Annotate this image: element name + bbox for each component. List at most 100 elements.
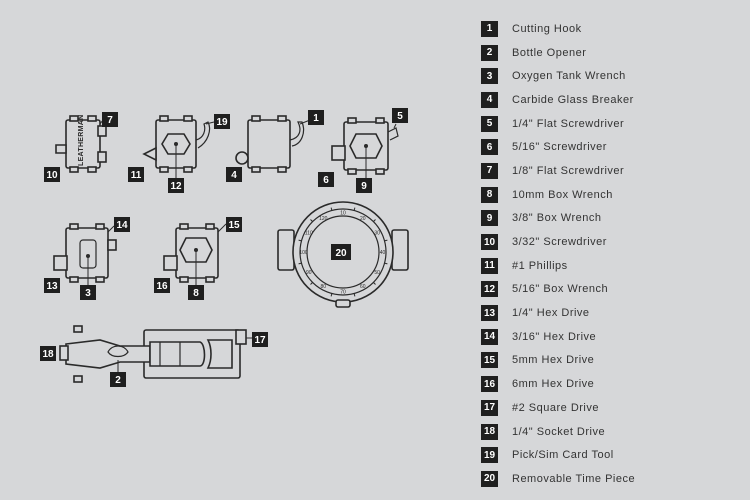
tag-9: 9 [356,178,372,193]
legend-number: 12 [481,281,498,298]
legend-item: 13 1/4" Hex Drive [481,301,635,325]
svg-text:15: 15 [228,220,240,231]
tag-17: 17 [252,332,268,347]
legend-item: 7 1/8" Flat Screwdriver [481,159,635,183]
dial-tick [353,293,356,297]
dial-tick [298,239,302,242]
legend-label: Cutting Hook [512,22,582,35]
svg-text:13: 13 [46,281,58,292]
legend-number: 17 [481,399,498,416]
svg-text:7: 7 [107,115,113,126]
legend-label: 5mm Hex Drive [512,354,595,367]
dial-number: 50 [374,270,380,276]
legend-number: 7 [481,162,498,179]
legend-label: Oxygen Tank Wrench [512,70,626,83]
brand-text: LEATHERMAN [78,115,85,166]
dial-number: 80 [321,284,327,290]
tag-5: 5 [392,108,408,123]
legend-label: 1/4" Flat Screwdriver [512,117,625,130]
link-bottle-opener [59,325,252,383]
svg-text:9: 9 [361,181,367,192]
tag-18: 18 [40,346,56,361]
legend-number: 8 [481,186,498,203]
legend-number: 20 [481,470,498,487]
dial-number: 60 [360,284,366,290]
legend-item: 17#2 Square Drive [481,396,635,420]
svg-text:20: 20 [335,248,347,259]
dial-tick [310,219,313,222]
svg-text:11: 11 [131,170,142,181]
legend-number: 4 [481,91,498,108]
legend-label: Bottle Opener [512,46,587,59]
legend-item: 5 1/4" Flat Screwdriver [481,112,635,136]
dial-number: 10 [340,211,346,217]
legend-item: 3 Oxygen Tank Wrench [481,64,635,88]
legend-label: Carbide Glass Breaker [512,93,634,106]
legend-label: #1 Phillips [512,259,568,272]
legend-number: 5 [481,115,498,132]
legend-number: 16 [481,376,498,393]
tag-15: 15 [226,217,242,232]
link-oxygen-wrench [53,223,117,286]
legend-label: 1/8" Flat Screwdriver [512,164,625,177]
dial-number: 100 [299,250,308,256]
tag-6: 6 [318,172,334,187]
tag-14: 14 [114,217,130,232]
legend-item: 20 Removable Time Piece [481,467,635,491]
svg-text:19: 19 [216,117,228,128]
svg-text:6: 6 [323,175,329,186]
svg-text:8: 8 [193,288,199,299]
tag-20: 20 [331,244,351,260]
svg-text:16: 16 [156,281,168,292]
legend-label: 3/8" Box Wrench [512,212,602,225]
svg-text:18: 18 [42,349,54,360]
legend-number: 19 [481,447,498,464]
legend-label: Pick/Sim Card Tool [512,449,614,462]
legend-number: 15 [481,352,498,369]
legend-number: 18 [481,423,498,440]
link-leatherman: LEATHERMAN [55,115,107,173]
dial-tick [330,207,333,211]
tool-diagram: LEATHERMAN [40,108,409,387]
tag-2: 2 [110,372,126,387]
dial-tick [353,207,356,211]
dial-tick [373,282,376,285]
legend-label: Removable Time Piece [512,472,636,485]
legend-label: 1/4" Hex Drive [512,307,590,320]
dial-number: 70 [340,290,346,296]
legend-item: 9 3/8" Box Wrench [481,207,635,231]
dial-tick [373,219,376,222]
legend-item: 4 Carbide Glass Breaker [481,88,635,112]
legend-number: 9 [481,210,498,227]
tag-13: 13 [44,278,60,293]
svg-text:2: 2 [115,375,121,386]
dial-number: 20 [360,216,366,222]
legend-number: 6 [481,139,498,156]
svg-text:4: 4 [231,170,237,181]
dial-tick [330,293,333,297]
link-cutting-hook [235,115,311,173]
dial-number: 110 [305,230,313,236]
dial-tick [384,262,388,265]
tag-3: 3 [80,285,96,300]
legend-number: 1 [481,20,498,37]
dial-number: 30 [374,230,380,236]
link-box-wrench [331,117,399,180]
legend-number: 3 [481,68,498,85]
number-tags: 1 2 3 4 5 6 7 8 9 10 11 12 13 14 15 16 1… [40,108,408,387]
legend-item: 19 Pick/Sim Card Tool [481,443,635,467]
legend-number: 13 [481,305,498,322]
svg-text:10: 10 [46,170,58,181]
svg-text:14: 14 [116,220,128,231]
dial-tick [310,282,313,285]
legend-item: 1 Cutting Hook [481,17,635,41]
tag-12: 12 [168,178,184,193]
link-10mm-wrench [163,223,227,286]
